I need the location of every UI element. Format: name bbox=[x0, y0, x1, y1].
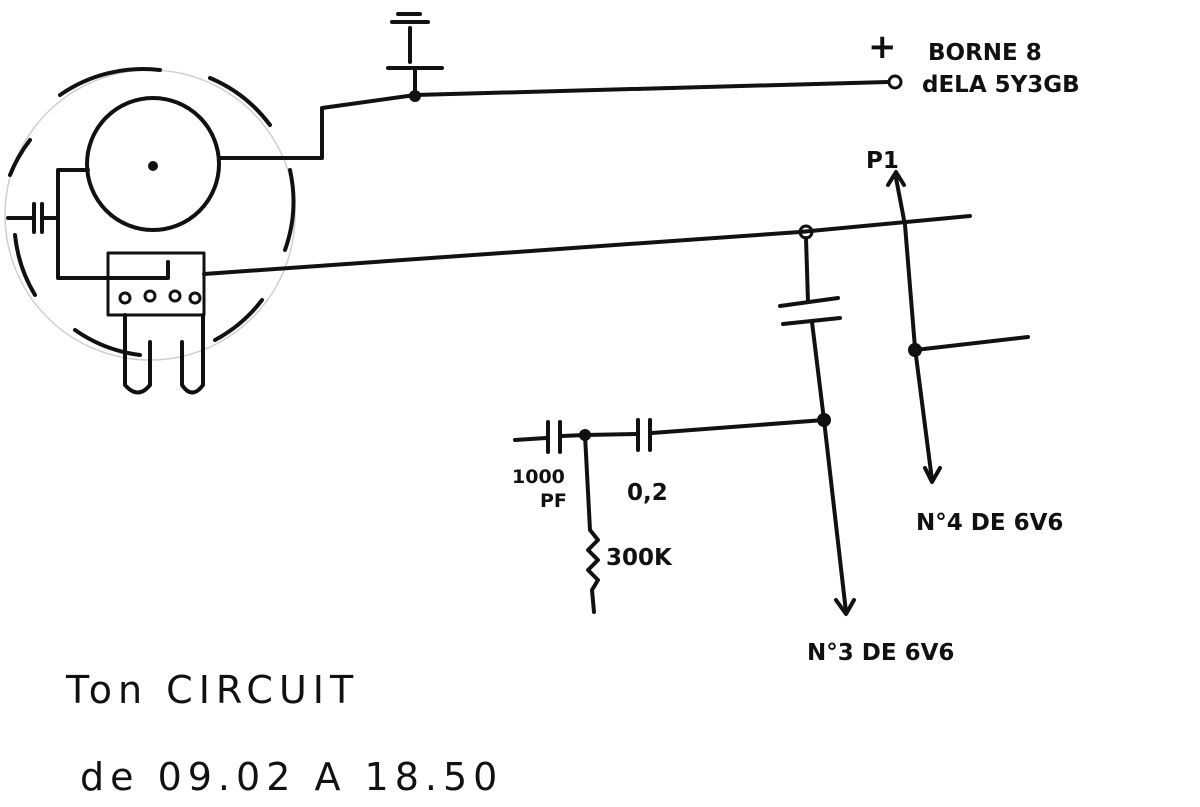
terminal-2 bbox=[143, 289, 157, 303]
borne-terminal bbox=[887, 74, 903, 90]
speaker-assembly bbox=[4, 66, 296, 395]
lead-loop-left bbox=[123, 313, 152, 395]
p1-arrow-top bbox=[886, 170, 906, 187]
main-bus bbox=[202, 214, 972, 276]
coupling-capacitor bbox=[778, 236, 848, 614]
p1-label: P1 bbox=[866, 148, 899, 174]
outer-ring bbox=[8, 66, 296, 357]
cap-1000pf bbox=[513, 420, 587, 454]
pin4-label: N°4 DE 6V6 bbox=[916, 510, 1063, 536]
supply-line bbox=[218, 12, 903, 160]
p1-line bbox=[894, 176, 934, 482]
borne-label-line2: dELA 5Y3GB bbox=[922, 72, 1080, 98]
terminal-block bbox=[106, 251, 206, 317]
wire-dial-left bbox=[56, 168, 170, 280]
terminal-3 bbox=[168, 289, 182, 303]
borne-label: BORNE 8 bbox=[928, 40, 1042, 66]
resistor-label: 300K bbox=[606, 545, 673, 571]
lead-loop-right bbox=[180, 313, 205, 395]
dial-inner-circle bbox=[85, 96, 221, 232]
arrow-pin4 bbox=[923, 466, 942, 484]
cap-0-2 bbox=[583, 418, 826, 452]
dial-center-dot bbox=[148, 161, 158, 171]
terminal-4 bbox=[188, 291, 202, 305]
top-capacitor bbox=[386, 12, 444, 98]
cap-1000pf-unit: PF bbox=[540, 490, 567, 512]
ground-cap-left bbox=[6, 202, 60, 234]
cap-02-label: 0,2 bbox=[627, 480, 668, 506]
resistor-300k bbox=[583, 433, 600, 614]
p1-wiper-lead bbox=[913, 335, 1030, 352]
cap-1000pf-value: 1000 bbox=[512, 466, 565, 488]
pin3-label: N°3 DE 6V6 bbox=[807, 640, 954, 666]
plus-sign: + bbox=[868, 27, 897, 67]
footer-subtitle: de 09.02 A 18.50 bbox=[80, 755, 503, 799]
arrow-pin3 bbox=[834, 598, 856, 616]
footer-title: Ton CIRCUIT bbox=[65, 668, 359, 712]
terminal-1 bbox=[118, 291, 132, 305]
tone-network bbox=[513, 418, 826, 614]
